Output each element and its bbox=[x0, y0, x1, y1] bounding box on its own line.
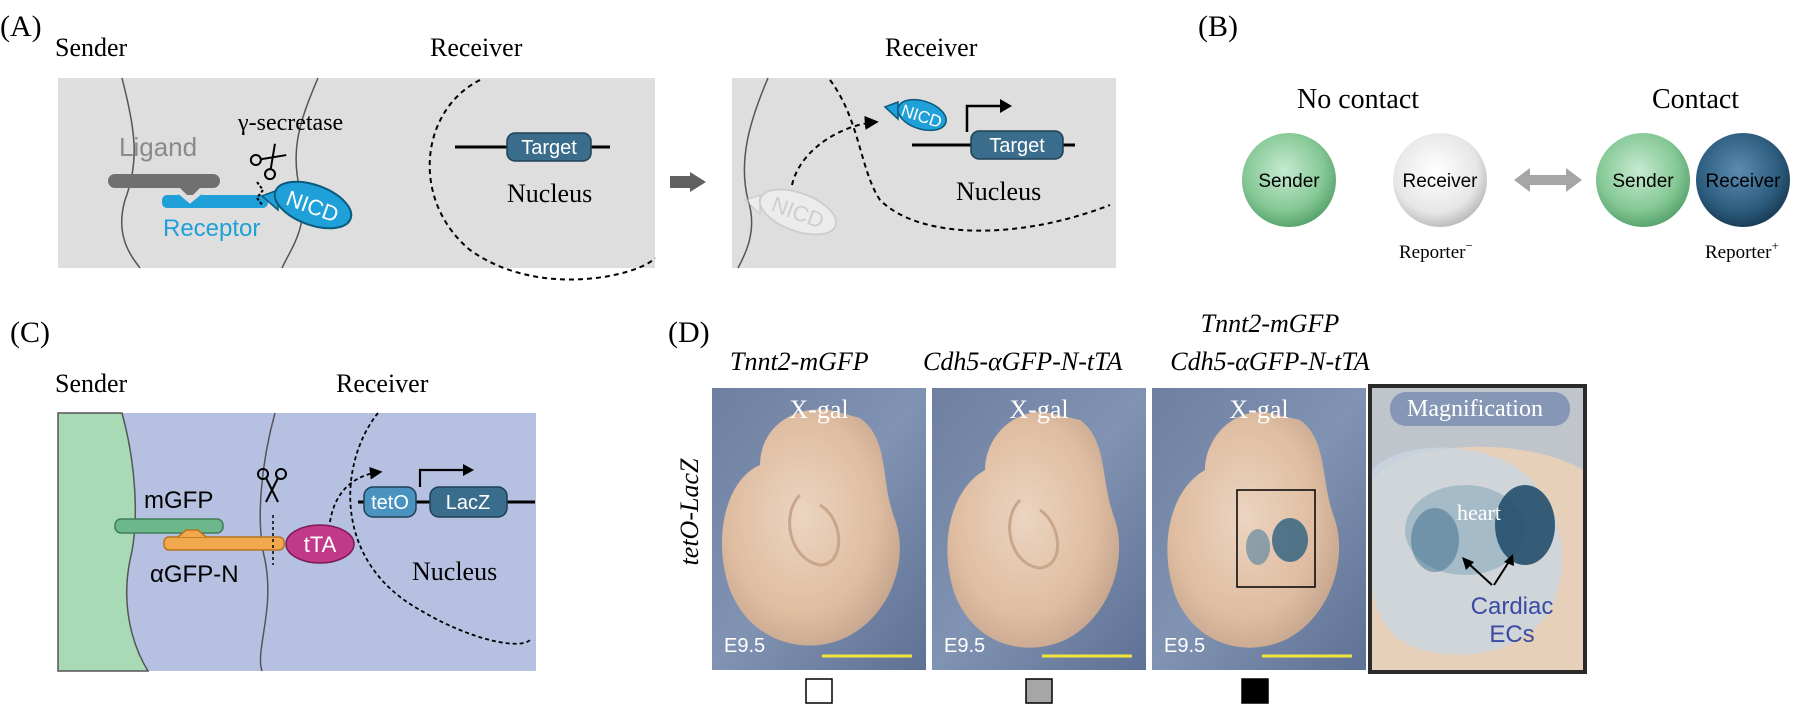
panel-a-label: (A) bbox=[0, 10, 42, 43]
nucleus-label-left: Nucleus bbox=[507, 179, 592, 208]
gamma-secretase-label: γ-secretase bbox=[237, 110, 343, 136]
swatch-black bbox=[1241, 678, 1269, 704]
panel-d: (D) Tnnt2-mGFP Cdh5-αGFP-N-tTA Tnnt2-mGF… bbox=[668, 309, 1587, 704]
receiver-cell-contact bbox=[1696, 133, 1790, 227]
receiver-cell-contact-label: Receiver bbox=[1706, 171, 1782, 192]
receiver-membrane-c bbox=[259, 412, 276, 672]
scissors-icon bbox=[249, 143, 287, 181]
sender-label: Sender bbox=[55, 33, 128, 62]
cardiac-arrow-1 bbox=[1467, 562, 1493, 586]
transcription-arrowhead-c bbox=[463, 464, 474, 476]
agfp-n-notch bbox=[177, 529, 207, 538]
col3-title-1: Tnnt2-mGFP bbox=[1201, 309, 1340, 338]
reporter-negative-label: Reporter− bbox=[1399, 238, 1473, 263]
ligand-notch bbox=[180, 188, 200, 198]
tta-shape bbox=[285, 524, 355, 564]
target-box-right bbox=[970, 130, 1064, 160]
sender-cell-contact-label: Sender bbox=[1612, 171, 1674, 192]
target-label-right: Target bbox=[989, 135, 1045, 157]
target-box-left bbox=[506, 132, 592, 162]
tta-translocation-arrow bbox=[329, 466, 383, 523]
receiver-membrane-right bbox=[737, 77, 769, 269]
contact-label: Contact bbox=[1652, 84, 1739, 115]
translocation-arrow bbox=[791, 115, 879, 186]
receiver-cell-nocontact-label: Receiver bbox=[1403, 171, 1479, 192]
nucleus-label-c: Nucleus bbox=[412, 557, 497, 586]
cardiac-arrow-2 bbox=[1493, 559, 1511, 586]
heart-label: heart bbox=[1457, 500, 1501, 525]
receiver-label-right: Receiver bbox=[885, 33, 978, 62]
ligand-shape bbox=[108, 174, 220, 188]
panel-b: (B) No contact Contact Sender Receiver R… bbox=[1198, 10, 1790, 263]
panel-a: (A) Sender Receiver Receiver Ligand Rece… bbox=[0, 10, 1116, 281]
ligand-label: Ligand bbox=[119, 132, 197, 162]
stage-label-2: E9.5 bbox=[944, 635, 985, 657]
cardiac-label-2: ECs bbox=[1489, 621, 1534, 648]
cleavage-site bbox=[255, 181, 265, 207]
transcription-arrowhead-right bbox=[1000, 99, 1012, 113]
teto-box bbox=[363, 486, 417, 518]
receptor-notch bbox=[177, 194, 203, 207]
cardiac-label-1: Cardiac bbox=[1471, 593, 1554, 620]
reporter-positive-label: Reporter+ bbox=[1705, 238, 1779, 263]
process-arrow-shaft bbox=[670, 176, 692, 188]
col3-title-2: Cdh5-αGFP-N-tTA bbox=[1170, 347, 1370, 376]
mgfp-shape bbox=[114, 518, 224, 534]
panel-c: (C) Sender Receiver mGFP αGFP-N tTA tetO bbox=[10, 316, 536, 672]
row-label: tetO-LacZ bbox=[675, 458, 704, 565]
magnification-photo: Magnification heart Cardiac ECs bbox=[1368, 384, 1587, 674]
target-label-left: Target bbox=[521, 137, 577, 159]
transcription-arrow-right bbox=[965, 104, 1003, 132]
lacz-label: LacZ bbox=[446, 492, 490, 514]
panel-d-label: (D) bbox=[668, 316, 710, 349]
receiver-label-c: Receiver bbox=[336, 369, 429, 398]
agfp-n-label: αGFP-N bbox=[150, 561, 239, 588]
nucleus-envelope-left bbox=[428, 79, 656, 281]
mgfp-label: mGFP bbox=[144, 487, 213, 514]
sender-cell-nocontact bbox=[1242, 133, 1336, 227]
nucleus-envelope-c bbox=[349, 412, 531, 645]
receptor-shape bbox=[162, 195, 268, 208]
embryo-photo-3: X-gal E9.5 bbox=[1152, 388, 1366, 670]
swatch-gray bbox=[1025, 678, 1053, 704]
sender-label-c: Sender bbox=[55, 369, 128, 398]
col2-title: Cdh5-αGFP-N-tTA bbox=[923, 347, 1123, 376]
panel-b-label: (B) bbox=[1198, 10, 1238, 43]
embryo-photo-2: X-gal E9.5 bbox=[932, 388, 1146, 670]
scissors-icon-c bbox=[257, 468, 287, 503]
xgal-label-3: X-gal bbox=[1229, 395, 1288, 424]
transcription-arrow-c bbox=[418, 468, 465, 487]
no-contact-label: No contact bbox=[1297, 84, 1419, 115]
stage-label-3: E9.5 bbox=[1164, 635, 1205, 657]
receiver-label-left: Receiver bbox=[430, 33, 523, 62]
embryo-photo-1: X-gal E9.5 bbox=[712, 388, 926, 670]
xgal-stain-3 bbox=[1272, 518, 1308, 562]
xgal-label-2: X-gal bbox=[1009, 395, 1068, 424]
cell-box-left bbox=[58, 78, 655, 268]
xgal-label-1: X-gal bbox=[789, 395, 848, 424]
teto-label: tetO bbox=[371, 492, 409, 514]
nucleus-label-right: Nucleus bbox=[956, 177, 1041, 206]
stage-label-1: E9.5 bbox=[724, 635, 765, 657]
sender-cell-nocontact-label: Sender bbox=[1258, 171, 1320, 192]
double-arrow bbox=[1514, 168, 1582, 192]
sender-cell-area bbox=[57, 412, 150, 672]
sender-membrane bbox=[120, 77, 141, 269]
swatch-white bbox=[805, 678, 833, 704]
magnification-box bbox=[1236, 489, 1316, 588]
magnification-label: Magnification bbox=[1407, 396, 1543, 422]
lacz-box bbox=[429, 486, 508, 518]
agfp-n-shape bbox=[163, 536, 285, 551]
nicd-left: NICD bbox=[260, 180, 353, 230]
tta-label: tTA bbox=[304, 532, 337, 557]
receiver-cell-nocontact bbox=[1393, 133, 1487, 227]
panel-c-label: (C) bbox=[10, 316, 50, 349]
sender-cell-contact bbox=[1596, 133, 1690, 227]
receptor-label: Receptor bbox=[163, 215, 260, 242]
col1-title: Tnnt2-mGFP bbox=[730, 347, 869, 376]
